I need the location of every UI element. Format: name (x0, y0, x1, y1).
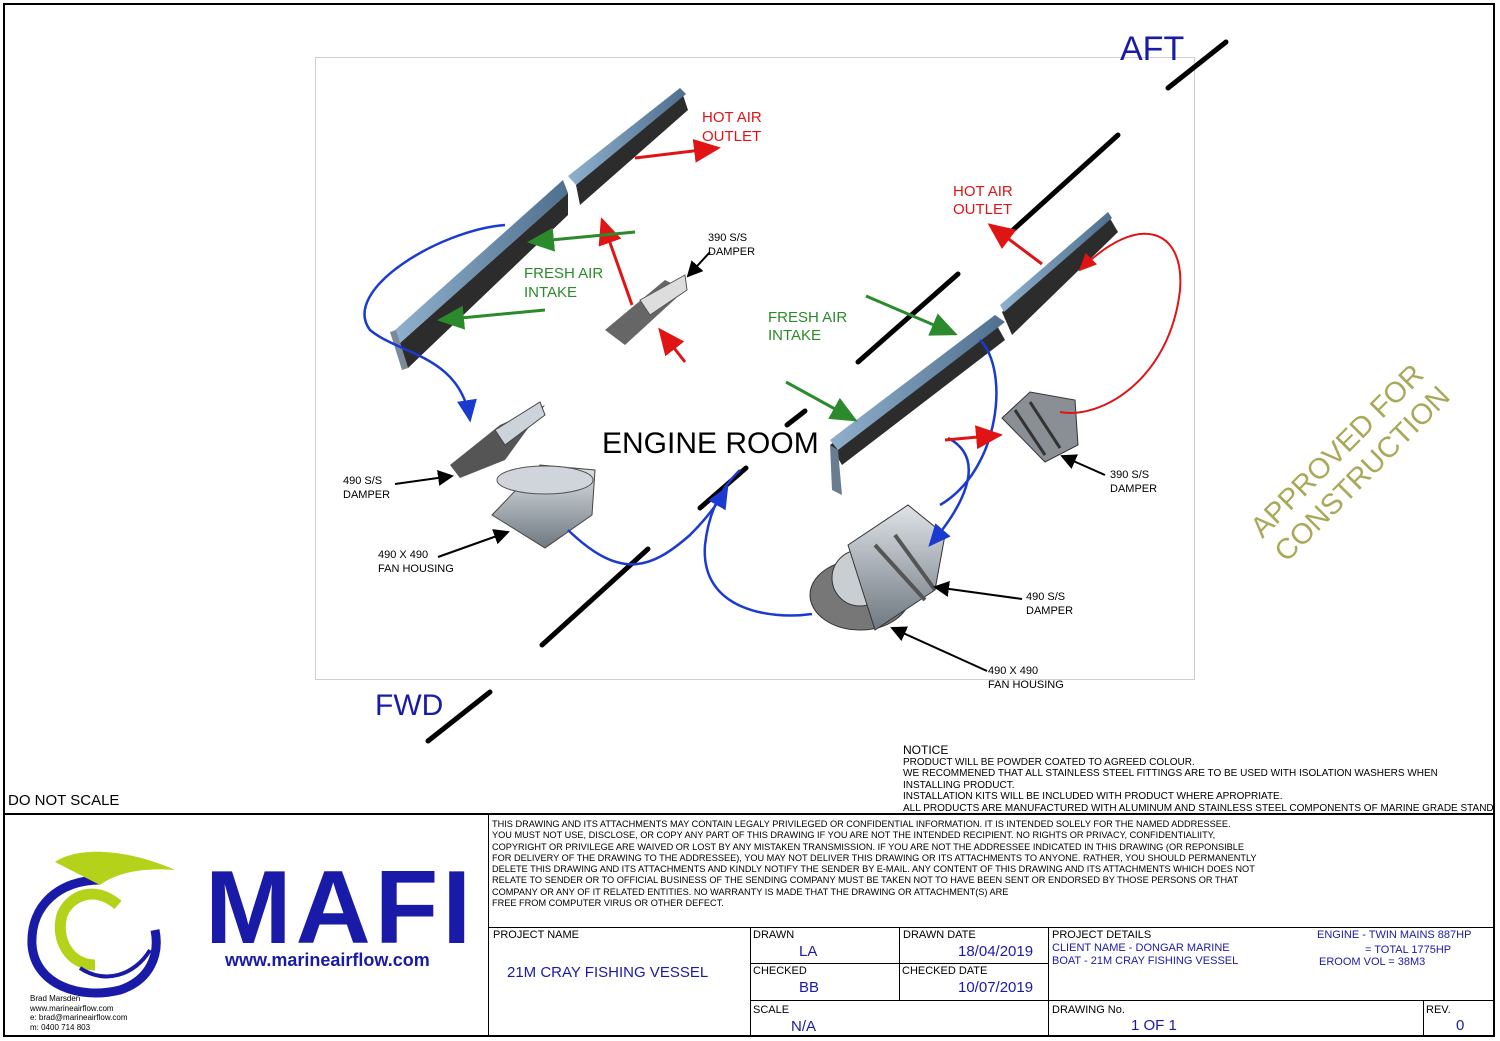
notice-line: INSTALLATION KITS WILL BE INCLUDED WITH … (903, 791, 1283, 802)
drawn-date-cell: DRAWN DATE 18/04/2019 (899, 927, 1049, 964)
project-name-value: 21M CRAY FISHING VESSEL (507, 964, 709, 981)
drawn-cell: DRAWN LA (750, 927, 900, 964)
notice-title: NOTICE (903, 745, 949, 757)
eroom-vol: EROOM VOL = 38M3 (1319, 956, 1426, 968)
right-390-damper (1001, 391, 1079, 463)
damper-490-left-1: 490 S/S (343, 475, 382, 487)
fresh-air-intake-left-1: FRESH AIR (524, 265, 603, 282)
legal-line: YOU MUST NOT USE, DISCLOSE, OR COPY ANY … (492, 830, 1216, 841)
drawn-value: LA (799, 943, 818, 960)
engine-total: = TOTAL 1775HP (1365, 944, 1452, 956)
damper-390-right-1: 390 S/S (1110, 469, 1149, 481)
legal-line: RELATE TO SENDER OR TO OFFICIAL BUSINESS… (492, 875, 1239, 886)
blue-flow-paths (363, 223, 998, 617)
contact-email: e: brad@marineairflow.com (30, 1013, 128, 1022)
left-fan-housing (491, 464, 596, 549)
project-details-label: PROJECT DETAILS (1052, 929, 1152, 941)
checked-value: BB (799, 979, 820, 996)
drawn-label: DRAWN (753, 929, 795, 941)
fan-housing-right-1: 490 X 490 (988, 665, 1038, 677)
legal-line: COMPANY OR ANY OF IT RELATED ENTITIES. N… (492, 886, 1009, 897)
engine-spec: ENGINE - TWIN MAINS 887HP (1317, 929, 1472, 941)
legal-line: FREE FROM COMPUTER VIRUS OR OTHER DEFECT… (492, 898, 724, 909)
damper-390-left-1: 390 S/S (708, 232, 747, 244)
hot-air-outlet-right-1: HOT AIR (953, 183, 1013, 200)
legal-line: COPYRIGHT OR PRIVILEGE ARE WAIVED OR LOS… (492, 841, 1244, 852)
drawn-date-label: DRAWN DATE (903, 929, 976, 941)
fresh-air-intake-right-1: FRESH AIR (768, 309, 847, 326)
fresh-air-intake-left-2: INTAKE (524, 284, 577, 301)
rev-cell: REV. 0 (1423, 1000, 1495, 1037)
mafi-logo-mark (27, 851, 175, 998)
drawing-no-label: DRAWING No. (1052, 1004, 1125, 1016)
legal-line: THIS DRAWING AND ITS ATTACHMENTS MAY CON… (492, 819, 1231, 829)
checked-date-cell: CHECKED DATE 10/07/2019 (899, 963, 1049, 1001)
drawing-area (315, 57, 1195, 680)
fan-housing-right-2: FAN HOUSING (988, 679, 1064, 691)
contact-mobile: m: 0400 714 803 (30, 1022, 91, 1032)
scale-label: SCALE (753, 1004, 790, 1016)
notice-line: INSTALLING PRODUCT. (903, 779, 1015, 791)
left-490-damper (450, 401, 546, 478)
hot-air-outlet-left-1: HOT AIR (702, 109, 762, 126)
notice-block: NOTICE PRODUCT WILL BE POWDER COATED TO … (903, 745, 1493, 813)
scale-cell: SCALE N/A (750, 1000, 1049, 1037)
checked-date-label: CHECKED DATE (902, 965, 988, 977)
fan-housing-left-2: FAN HOUSING (378, 563, 454, 575)
bulkhead-lines (425, 39, 1229, 744)
left-390-damper (605, 274, 688, 345)
damper-390-left-2: DAMPER (708, 246, 755, 258)
contact-info: Brad Marsden www.marineairflow.com e: br… (30, 994, 128, 1032)
checked-label: CHECKED (753, 965, 807, 977)
engine-room-label: ENGINE ROOM (602, 427, 819, 460)
checked-date-value: 10/07/2019 (958, 979, 1034, 996)
notice-line: ALL PRODUCTS ARE MANUFACTURED WITH ALUMI… (903, 802, 1493, 814)
logo-text: MAFI (205, 850, 476, 966)
drawn-date-value: 18/04/2019 (958, 943, 1034, 960)
aft-label: AFT (1120, 30, 1184, 68)
legal-text: THIS DRAWING AND ITS ATTACHMENTS MAY CON… (492, 819, 1292, 909)
hot-air-outlet-left-2: OUTLET (702, 128, 761, 145)
right-fan-housing (809, 504, 946, 631)
damper-490-right-1: 490 S/S (1026, 591, 1065, 603)
approval-stamp: APPROVED FOR CONSTRUCTION (1245, 359, 1457, 569)
checked-cell: CHECKED BB (750, 963, 900, 1001)
notice-line: PRODUCT WILL BE POWDER COATED TO AGREED … (903, 756, 1195, 768)
client-name: CLIENT NAME - DONGAR MARINE (1052, 942, 1230, 954)
damper-490-right-2: DAMPER (1026, 605, 1073, 617)
fresh-air-intake-right-2: INTAKE (768, 327, 821, 344)
notice-line: WE RECOMMENED THAT ALL STAINLESS STEEL F… (903, 768, 1438, 779)
green-flow-arrows (437, 227, 958, 422)
scale-value: N/A (791, 1018, 817, 1035)
project-name-cell: PROJECT NAME 21M CRAY FISHING VESSEL (488, 927, 751, 1037)
boat-name: BOAT - 21M CRAY FISHING VESSEL (1052, 955, 1239, 967)
damper-490-left-2: DAMPER (343, 489, 390, 501)
leader-arrows (394, 251, 1106, 672)
legal-line: FOR DELIVERY OF THE DRAWING TO THE ADDRE… (492, 852, 1257, 863)
rev-label: REV. (1426, 1004, 1451, 1016)
project-name-label: PROJECT NAME (493, 929, 579, 941)
right-louvre-vent (830, 212, 1118, 495)
contact-name: Brad Marsden (30, 994, 81, 1003)
fan-housing-left-1: 490 X 490 (378, 549, 428, 561)
legal-line: DELETE THIS DRAWING AND ITS ATTACHMENTS … (492, 864, 1255, 875)
project-details-cell: PROJECT DETAILS CLIENT NAME - DONGAR MAR… (1048, 927, 1495, 1001)
contact-web: www.marineairflow.com (30, 1003, 114, 1013)
drawing-no-value: 1 OF 1 (1131, 1017, 1177, 1034)
fwd-label: FWD (375, 689, 443, 722)
logo-website: www.marineairflow.com (225, 950, 430, 970)
title-block (3, 813, 1495, 1039)
damper-390-right-2: DAMPER (1110, 483, 1157, 495)
rev-value: 0 (1456, 1017, 1465, 1034)
do-not-scale: DO NOT SCALE (8, 792, 120, 809)
drawing-no-cell: DRAWING No. 1 OF 1 (1048, 1000, 1424, 1037)
hot-air-outlet-right-2: OUTLET (953, 201, 1012, 218)
